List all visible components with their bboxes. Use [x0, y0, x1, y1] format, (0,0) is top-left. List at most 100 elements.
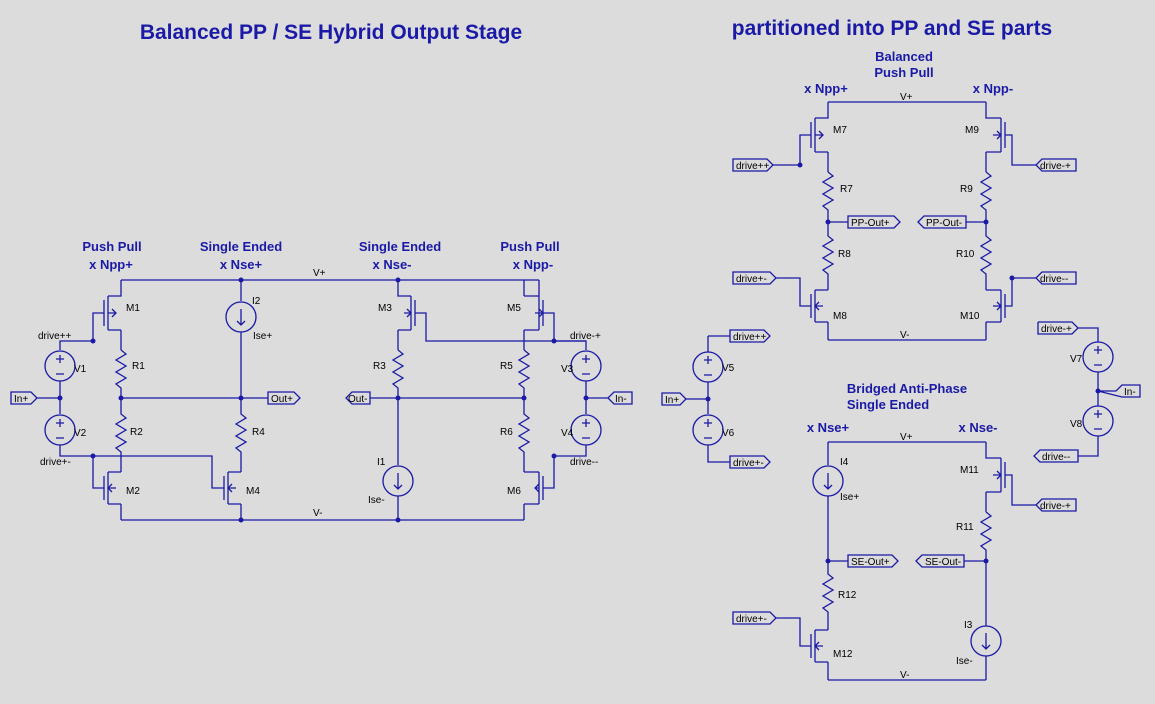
m9-mosfet	[985, 102, 1036, 172]
pp-out-minus-port[interactable]	[917, 215, 986, 229]
out-minus-port[interactable]	[345, 391, 524, 405]
r5-resistor	[517, 349, 531, 398]
r12-label: R12	[838, 590, 857, 601]
se-vplus-label: V+	[900, 432, 913, 443]
drive-pp-port-pp-label: drive++	[736, 161, 770, 172]
r8-label: R8	[838, 249, 851, 260]
header-se-right-2: x Nse-	[372, 257, 411, 272]
in-plus-right-label: In+	[665, 395, 679, 406]
drive-pm-port-pp[interactable]	[732, 271, 777, 285]
in-minus-right-label: In-	[1124, 387, 1136, 398]
out-plus-port[interactable]	[121, 391, 301, 405]
drive-pp-port-src-label: drive++	[733, 332, 767, 343]
m5-label: M5	[507, 303, 521, 314]
m1-mosfet	[92, 280, 122, 350]
m3-mosfet	[397, 280, 586, 350]
v7-source	[1037, 321, 1114, 406]
left-vplus-rail	[121, 277, 539, 283]
drive-mm-port-src-label: drive--	[1042, 452, 1070, 463]
v8-label: V8	[1070, 419, 1083, 430]
header-se-right-1: Single Ended	[359, 239, 441, 254]
i1-value-label: Ise-	[368, 495, 385, 506]
r8-resistor	[821, 222, 835, 290]
r2-label: R2	[130, 427, 143, 438]
pp-mult-right: x Npp-	[973, 81, 1013, 96]
m5-mosfet	[523, 280, 555, 350]
pp-mult-left: x Npp+	[804, 81, 848, 96]
m7-label: M7	[833, 125, 847, 136]
m3-label: M3	[378, 303, 392, 314]
r1-resistor	[114, 349, 128, 398]
i2-label: I2	[252, 296, 261, 307]
r11-resistor	[979, 511, 993, 561]
drive-mp-port-se[interactable]	[1035, 498, 1077, 512]
header-se-left-1: Single Ended	[200, 239, 282, 254]
v2-label: V2	[74, 428, 87, 439]
drive-pp-port-pp[interactable]	[732, 158, 803, 172]
r10-resistor	[979, 222, 993, 290]
m4-mosfet	[93, 455, 242, 520]
drive-mp-port-pp-label: drive-+	[1040, 161, 1071, 172]
header-pp-right-2: x Npp-	[513, 257, 553, 272]
header-se-left-2: x Nse+	[220, 257, 263, 272]
pp-title-1: Balanced	[875, 49, 933, 64]
drive-mp-port-pp[interactable]	[1035, 158, 1077, 172]
se-out-minus-label: SE-Out-	[925, 557, 961, 568]
i3-label: I3	[964, 620, 973, 631]
i2-current-source	[225, 280, 257, 398]
in-minus-port-right[interactable]	[1097, 384, 1141, 398]
i4-current-source	[812, 442, 844, 561]
header-pp-left-1: Push Pull	[82, 239, 141, 254]
r5-label: R5	[500, 361, 513, 372]
m1-label: M1	[126, 303, 140, 314]
m7-mosfet	[799, 102, 829, 172]
drive-pm-port-pp-label: drive+-	[736, 274, 767, 285]
m10-mosfet	[985, 275, 1036, 340]
m4-label: M4	[246, 486, 260, 497]
drive-mp-port-se-label: drive-+	[1040, 501, 1071, 512]
pp-vplus-label: V+	[900, 92, 913, 103]
i3-current-source	[970, 561, 1002, 680]
in-minus-port[interactable]	[586, 391, 633, 405]
in-plus-port[interactable]	[10, 391, 60, 405]
v6-source	[692, 414, 771, 469]
r12-resistor	[821, 561, 835, 630]
se-out-plus-port[interactable]	[828, 554, 899, 568]
v6-label: V6	[722, 428, 735, 439]
out-minus-label: Out-	[348, 394, 367, 405]
r11-label: R11	[956, 522, 974, 533]
drive-pm-label: drive+-	[40, 457, 71, 468]
m9-label: M9	[965, 125, 979, 136]
r1-label: R1	[132, 361, 145, 372]
m6-label: M6	[507, 486, 521, 497]
v3-source	[551, 338, 602, 414]
i4-label: I4	[840, 457, 849, 468]
out-plus-label: Out+	[271, 394, 293, 405]
r9-label: R9	[960, 184, 973, 195]
header-pp-right-1: Push Pull	[500, 239, 559, 254]
in-plus-port-right[interactable]	[661, 392, 711, 406]
r6-resistor	[517, 398, 531, 472]
se-title-2: Single Ended	[847, 397, 929, 412]
m6-mosfet	[523, 456, 555, 520]
partition-title: partitioned into PP and SE parts	[732, 17, 1053, 40]
drive-mm-port-pp[interactable]	[1035, 271, 1077, 285]
v1-label: V1	[74, 364, 87, 375]
v3-label: V3	[561, 364, 574, 375]
r3-resistor	[391, 349, 405, 398]
m11-mosfet	[985, 442, 1036, 512]
drive-pm-port-se[interactable]	[732, 611, 777, 625]
v2-source	[44, 395, 96, 459]
m2-mosfet	[92, 456, 122, 520]
drive-pm-port-se-label: drive+-	[736, 614, 767, 625]
drive-mm-port-pp-label: drive--	[1040, 274, 1068, 285]
se-out-minus-port[interactable]	[915, 554, 986, 568]
m8-mosfet	[776, 277, 829, 340]
r3-label: R3	[373, 361, 386, 372]
pp-out-plus-port[interactable]	[828, 215, 901, 229]
r7-resistor	[821, 171, 835, 222]
se-title-1: Bridged Anti-Phase	[847, 381, 967, 396]
v5-source	[692, 329, 771, 414]
pp-out-minus-label: PP-Out-	[926, 218, 962, 229]
r10-label: R10	[956, 249, 975, 260]
